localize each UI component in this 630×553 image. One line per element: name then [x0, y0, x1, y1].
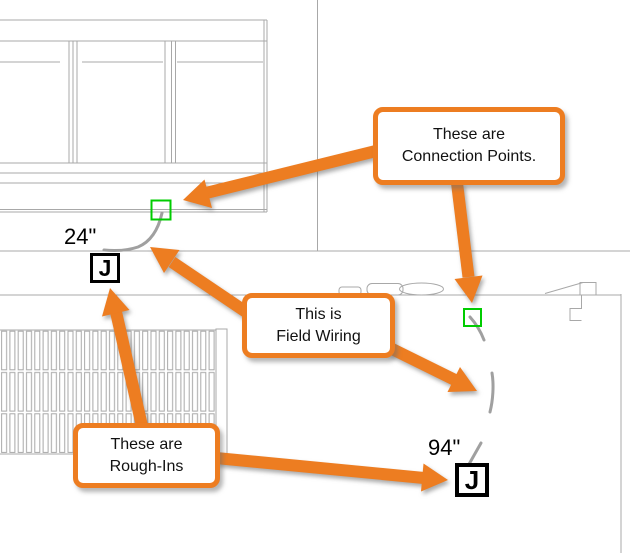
callout-text-line: Field Wiring [276, 327, 361, 345]
arrow-to-connection-point-2 [451, 182, 483, 303]
arrow-to-junction-box-1 [102, 288, 148, 428]
callout-text-line: These are [110, 435, 183, 453]
callout-text-line: This is [295, 305, 342, 323]
junction-box-symbol-2[interactable]: J [455, 463, 489, 497]
junction-box-letter: J [98, 254, 112, 281]
arrow-to-connection-point-1 [183, 144, 382, 208]
callout-field-wiring: This is Field Wiring [242, 293, 395, 358]
field-wire-4 [466, 441, 483, 468]
arrow-to-junction-box-2 [215, 452, 448, 492]
field-wiring[interactable] [102, 211, 495, 468]
callout-connection-points: These are Connection Points. [373, 107, 565, 185]
callout-text-line: Rough-Ins [109, 457, 184, 475]
junction-box-letter: J [464, 464, 480, 495]
junction-box-symbol-1[interactable]: J [90, 253, 120, 283]
field-wire-2 [468, 315, 486, 342]
callout-text-line: These are [432, 126, 506, 143]
field-wire-1 [102, 211, 164, 253]
field-wire-3 [488, 371, 495, 414]
connection-point-1[interactable] [150, 199, 172, 221]
callout-rough-ins: These are Rough-Ins [73, 423, 220, 488]
dispenser-fixture [544, 282, 597, 321]
dimension-label-94[interactable]: 94" [428, 435, 461, 460]
callout-text-line: Connection Points. [401, 148, 537, 165]
dimension-label-24[interactable]: 24" [64, 224, 97, 249]
connection-point-2[interactable] [463, 308, 482, 327]
